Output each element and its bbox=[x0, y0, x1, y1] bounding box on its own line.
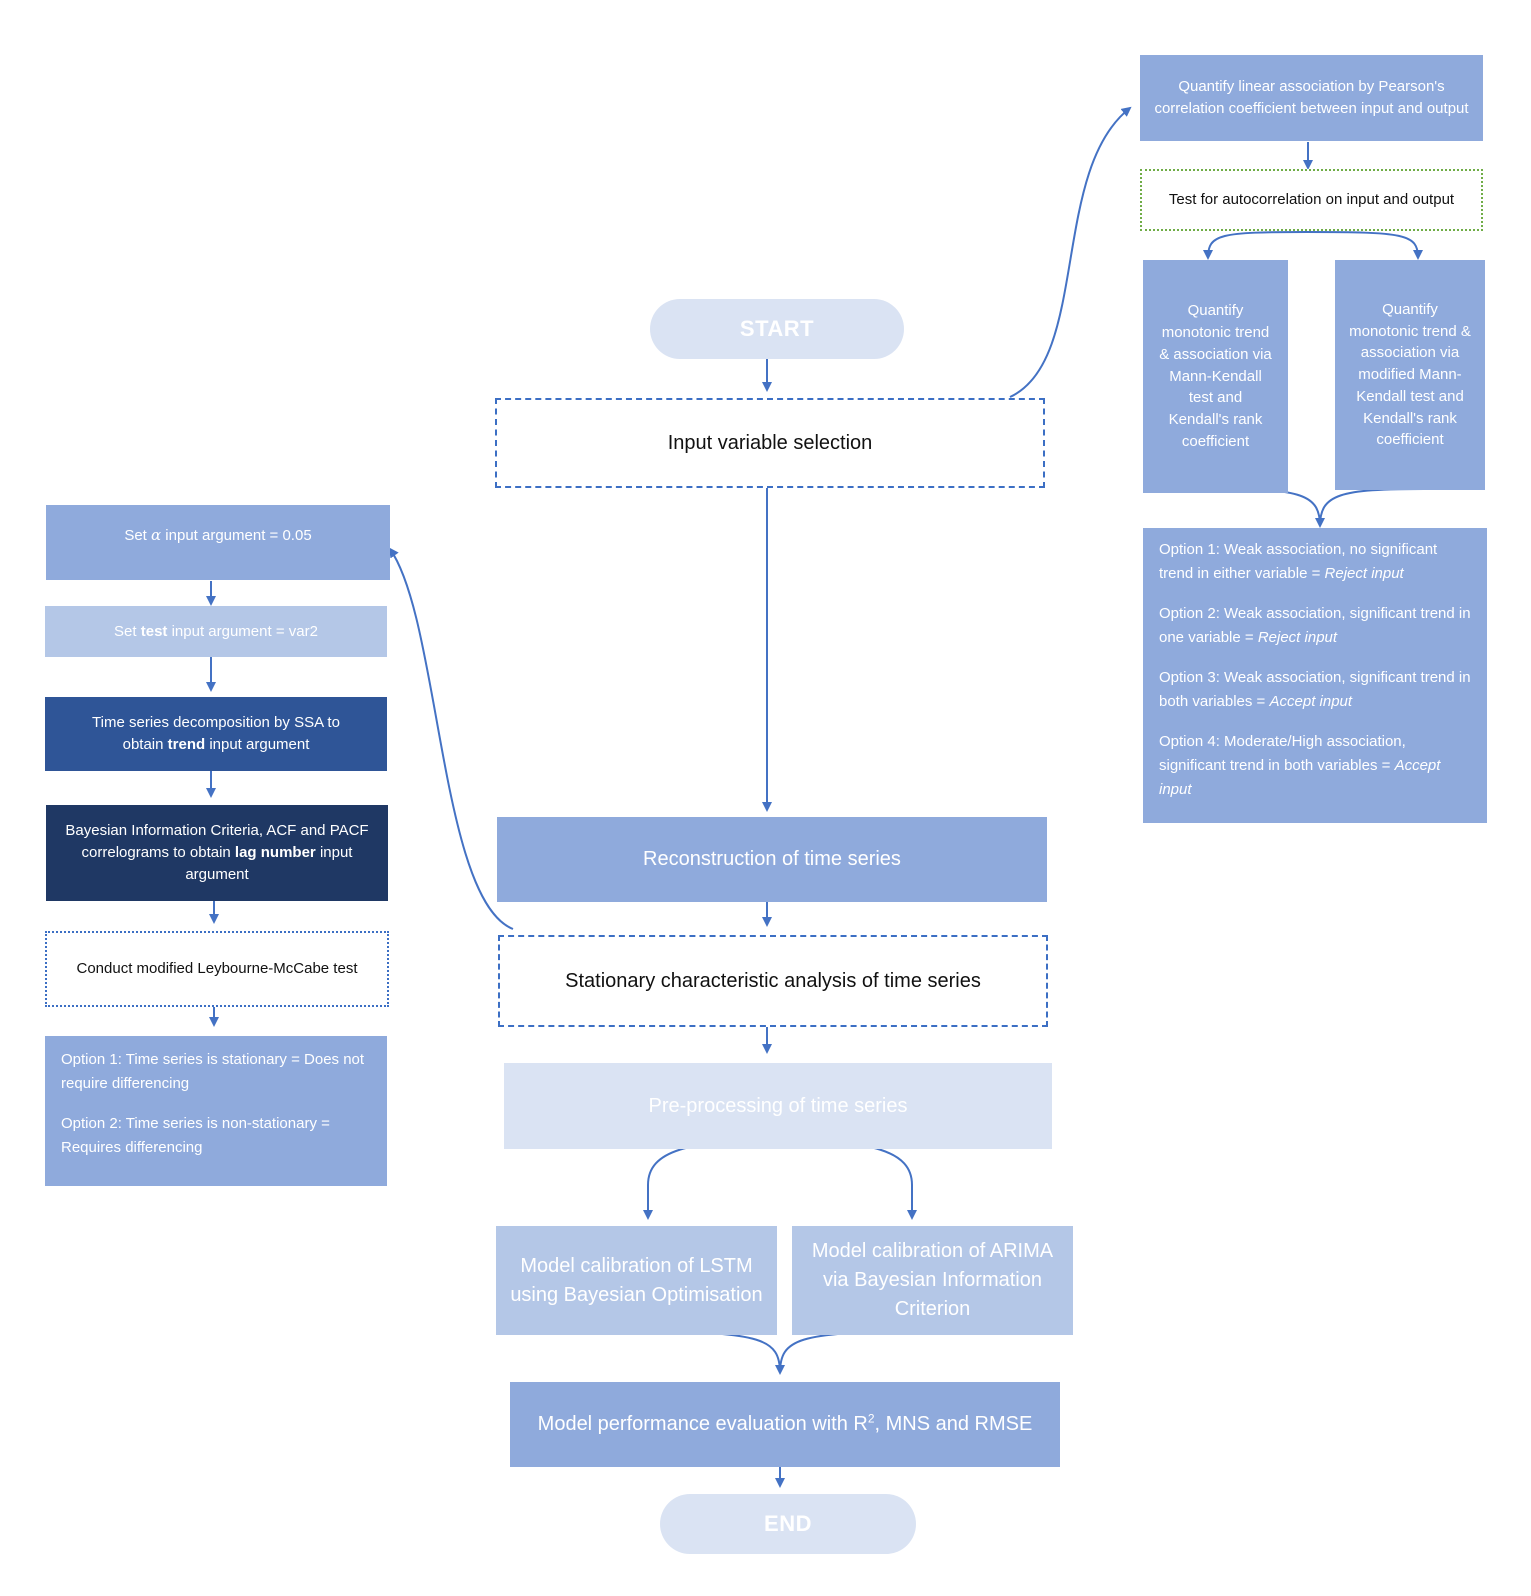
input-option-2: Option 2: Weak association, significant … bbox=[1159, 605, 1471, 646]
leybourne-mccabe-box: Conduct modified Leybourne-McCabe test bbox=[45, 931, 389, 1007]
alpha-argument-box: Set α input argument = 0.05 bbox=[46, 505, 390, 580]
arrow-lstm-to-evaluation bbox=[647, 1330, 785, 1375]
performance-evaluation-box: Model performance evaluation with R2, MN… bbox=[510, 1382, 1060, 1467]
mann-kendall-box: Quantify monotonic trend & association v… bbox=[1143, 260, 1288, 493]
differencing-options-box: Option 1: Time series is stationary = Do… bbox=[45, 1036, 387, 1186]
lstm-calibration-box: Model calibration of LSTM using Bayesian… bbox=[496, 1226, 777, 1335]
autocorrelation-test-label: Test for autocorrelation on input and ou… bbox=[1168, 191, 1455, 209]
mann-kendall-label: Quantify monotonic trend & association v… bbox=[1159, 302, 1272, 450]
performance-evaluation-label: Model performance evaluation with R2, MN… bbox=[537, 1411, 1033, 1435]
bic-lag-number-label: Bayesian Information Criteria, ACF and P… bbox=[65, 822, 369, 883]
arima-calibration-box: Model calibration of ARIMA via Bayesian … bbox=[792, 1226, 1073, 1335]
stationary-analysis-box: Stationary characteristic analysis of ti… bbox=[498, 935, 1048, 1027]
pearson-correlation-label: Quantify linear association by Pearson's… bbox=[1154, 78, 1469, 117]
arrow-autocorrelation-to-modified-mann-kendall bbox=[1306, 231, 1423, 260]
test-argument-label: Set test input argument = var2 bbox=[114, 622, 318, 640]
start-label: START bbox=[739, 316, 815, 341]
test-argument-box: Set test input argument = var2 bbox=[45, 606, 387, 657]
end-terminal: END bbox=[660, 1494, 916, 1554]
arrow-preprocessing-to-lstm bbox=[643, 1139, 776, 1220]
arrow-preprocessing-to-arima bbox=[784, 1139, 917, 1220]
modified-mann-kendall-label: Quantify monotonic trend & association v… bbox=[1349, 300, 1471, 449]
differencing-option-1: Option 1: Time series is stationary = Do… bbox=[61, 1051, 365, 1092]
preprocessing-box: Pre-processing of time series bbox=[504, 1063, 1052, 1149]
ssa-decomposition-label: Time series decomposition by SSA to obta… bbox=[92, 714, 340, 753]
arrow-mann-kendall-to-options bbox=[1217, 488, 1325, 528]
pearson-correlation-box: Quantify linear association by Pearson's… bbox=[1140, 55, 1483, 141]
preprocessing-label: Pre-processing of time series bbox=[648, 1094, 908, 1117]
input-variable-selection-label: Input variable selection bbox=[667, 431, 873, 454]
end-label: END bbox=[764, 1511, 812, 1536]
arrow-stationary-to-alpha bbox=[388, 547, 514, 930]
bic-lag-number-box: Bayesian Information Criteria, ACF and P… bbox=[46, 805, 388, 901]
leybourne-mccabe-label: Conduct modified Leybourne-McCabe test bbox=[76, 960, 358, 978]
lstm-calibration-label: Model calibration of LSTM using Bayesian… bbox=[510, 1254, 763, 1306]
modified-mann-kendall-box: Quantify monotonic trend & association v… bbox=[1335, 260, 1485, 490]
autocorrelation-test-box: Test for autocorrelation on input and ou… bbox=[1140, 169, 1483, 231]
ssa-decomposition-box: Time series decomposition by SSA to obta… bbox=[45, 697, 387, 771]
differencing-option-2: Option 2: Time series is non-stationary … bbox=[61, 1115, 330, 1156]
input-variable-selection-box: Input variable selection bbox=[495, 398, 1045, 488]
alpha-argument-label: Set α input argument = 0.05 bbox=[124, 526, 312, 544]
input-option-4: Option 4: Moderate/High association, sig… bbox=[1159, 733, 1441, 798]
arrow-modified-mann-kendall-to-options bbox=[1319, 488, 1425, 527]
arima-calibration-label: Model calibration of ARIMA via Bayesian … bbox=[811, 1240, 1054, 1320]
arrow-arima-to-evaluation bbox=[779, 1330, 913, 1374]
input-option-1: Option 1: Weak association, no significa… bbox=[1159, 541, 1438, 582]
start-terminal: START bbox=[650, 299, 904, 359]
input-decision-options-box: Option 1: Weak association, no significa… bbox=[1143, 528, 1487, 823]
reconstruction-box: Reconstruction of time series bbox=[497, 817, 1047, 902]
stationary-analysis-label: Stationary characteristic analysis of ti… bbox=[565, 969, 981, 992]
input-option-3: Option 3: Weak association, significant … bbox=[1159, 669, 1471, 710]
reconstruction-label: Reconstruction of time series bbox=[643, 848, 901, 870]
arrow-input-to-pearson bbox=[1009, 106, 1132, 398]
arrow-autocorrelation-to-mann-kendall bbox=[1203, 231, 1308, 260]
